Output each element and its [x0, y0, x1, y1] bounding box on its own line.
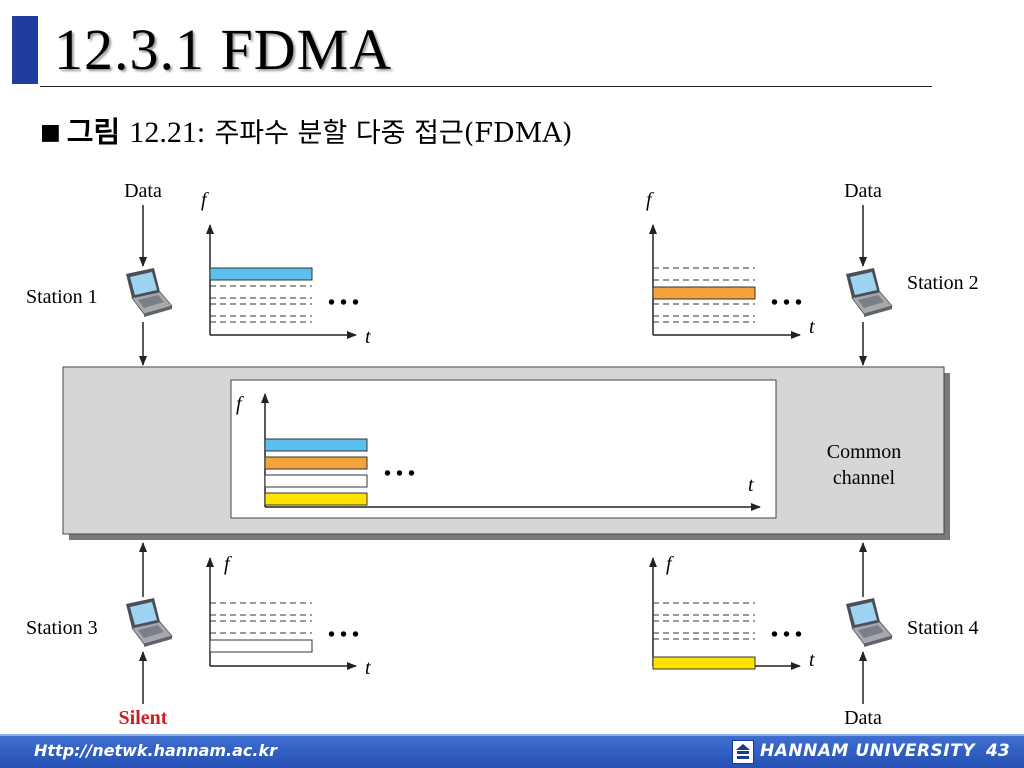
footer-bar: Http://netwk.hannam.ac.kr HANNAM UNIVERS…: [0, 734, 1024, 768]
station-4-data-label: Data: [844, 707, 882, 729]
station-3-ellipsis: • • •: [328, 624, 359, 646]
caption-text: 주파수 분할 다중 접근(FDMA): [214, 118, 573, 149]
common-channel-label-line1: Common: [827, 441, 901, 463]
station-3-group: Silent Station 3 f t • • •: [26, 542, 371, 729]
station-1-group: Data Station 1 f t • • •: [26, 180, 371, 366]
channel-freq-label: f: [236, 393, 244, 415]
station-2-data-label: Data: [844, 180, 882, 202]
station-3-freq-label: f: [224, 553, 232, 575]
title-underline: [40, 86, 932, 87]
station-4-time-label: t: [809, 649, 815, 671]
station-1-label: Station 1: [26, 286, 98, 308]
station-1-data-label: Data: [124, 180, 162, 202]
station-2-laptop-icon: [845, 267, 893, 318]
footer-university-name: HANNAM UNIVERSITY: [760, 741, 976, 761]
station-2-band: [652, 286, 756, 300]
title-accent-bar: [12, 16, 38, 84]
station-4-band: [652, 656, 756, 670]
station-4-group: Data Station 4 f t • • •: [649, 542, 979, 729]
station-4-freq-label: f: [666, 553, 674, 575]
slide-title: 12.3.1 FDMA: [54, 17, 393, 82]
station-3-band: [209, 639, 313, 653]
station-2-label: Station 2: [907, 272, 979, 294]
channel-ellipsis: • • •: [384, 463, 415, 485]
station-4-label: Station 4: [907, 617, 979, 639]
common-channel-label-line2: channel: [833, 467, 896, 489]
channel-band-station-4: [264, 492, 368, 506]
university-logo-icon: [732, 740, 754, 764]
station-2-ellipsis: • • •: [771, 292, 802, 314]
channel-band-station-2: [264, 456, 368, 470]
station-3-silent-label: Silent: [119, 707, 168, 729]
bullet-icon: ■: [40, 120, 61, 145]
station-1-time-label: t: [365, 326, 371, 348]
station-1-freq-label: f: [201, 189, 209, 211]
caption-lead: 그림: [66, 115, 121, 149]
station-3-label: Station 3: [26, 617, 98, 639]
station-2-freq-label: f: [646, 189, 654, 211]
footer-page-number: 43: [986, 741, 1010, 761]
station-3-laptop-icon: [125, 597, 173, 648]
channel-band-station-3: [264, 474, 368, 488]
station-1-laptop-icon: [125, 267, 173, 318]
channel-time-label: t: [748, 474, 754, 496]
channel-band-station-1: [264, 438, 368, 452]
station-3-time-label: t: [365, 657, 371, 679]
station-1-ellipsis: • • •: [328, 292, 359, 314]
station-2-time-label: t: [809, 316, 815, 338]
station-1-band: [209, 267, 313, 281]
station-4-laptop-icon: [845, 597, 893, 648]
figure-caption: ■그림 12.21: 주파수 분할 다중 접근(FDMA): [40, 112, 572, 154]
station-2-group: Data Station 2 f t • • •: [646, 180, 979, 366]
station-4-ellipsis: • • •: [771, 624, 802, 646]
caption-number: 12.21:: [129, 116, 206, 149]
footer-url-link[interactable]: Http://netwk.hannam.ac.kr: [34, 741, 278, 760]
